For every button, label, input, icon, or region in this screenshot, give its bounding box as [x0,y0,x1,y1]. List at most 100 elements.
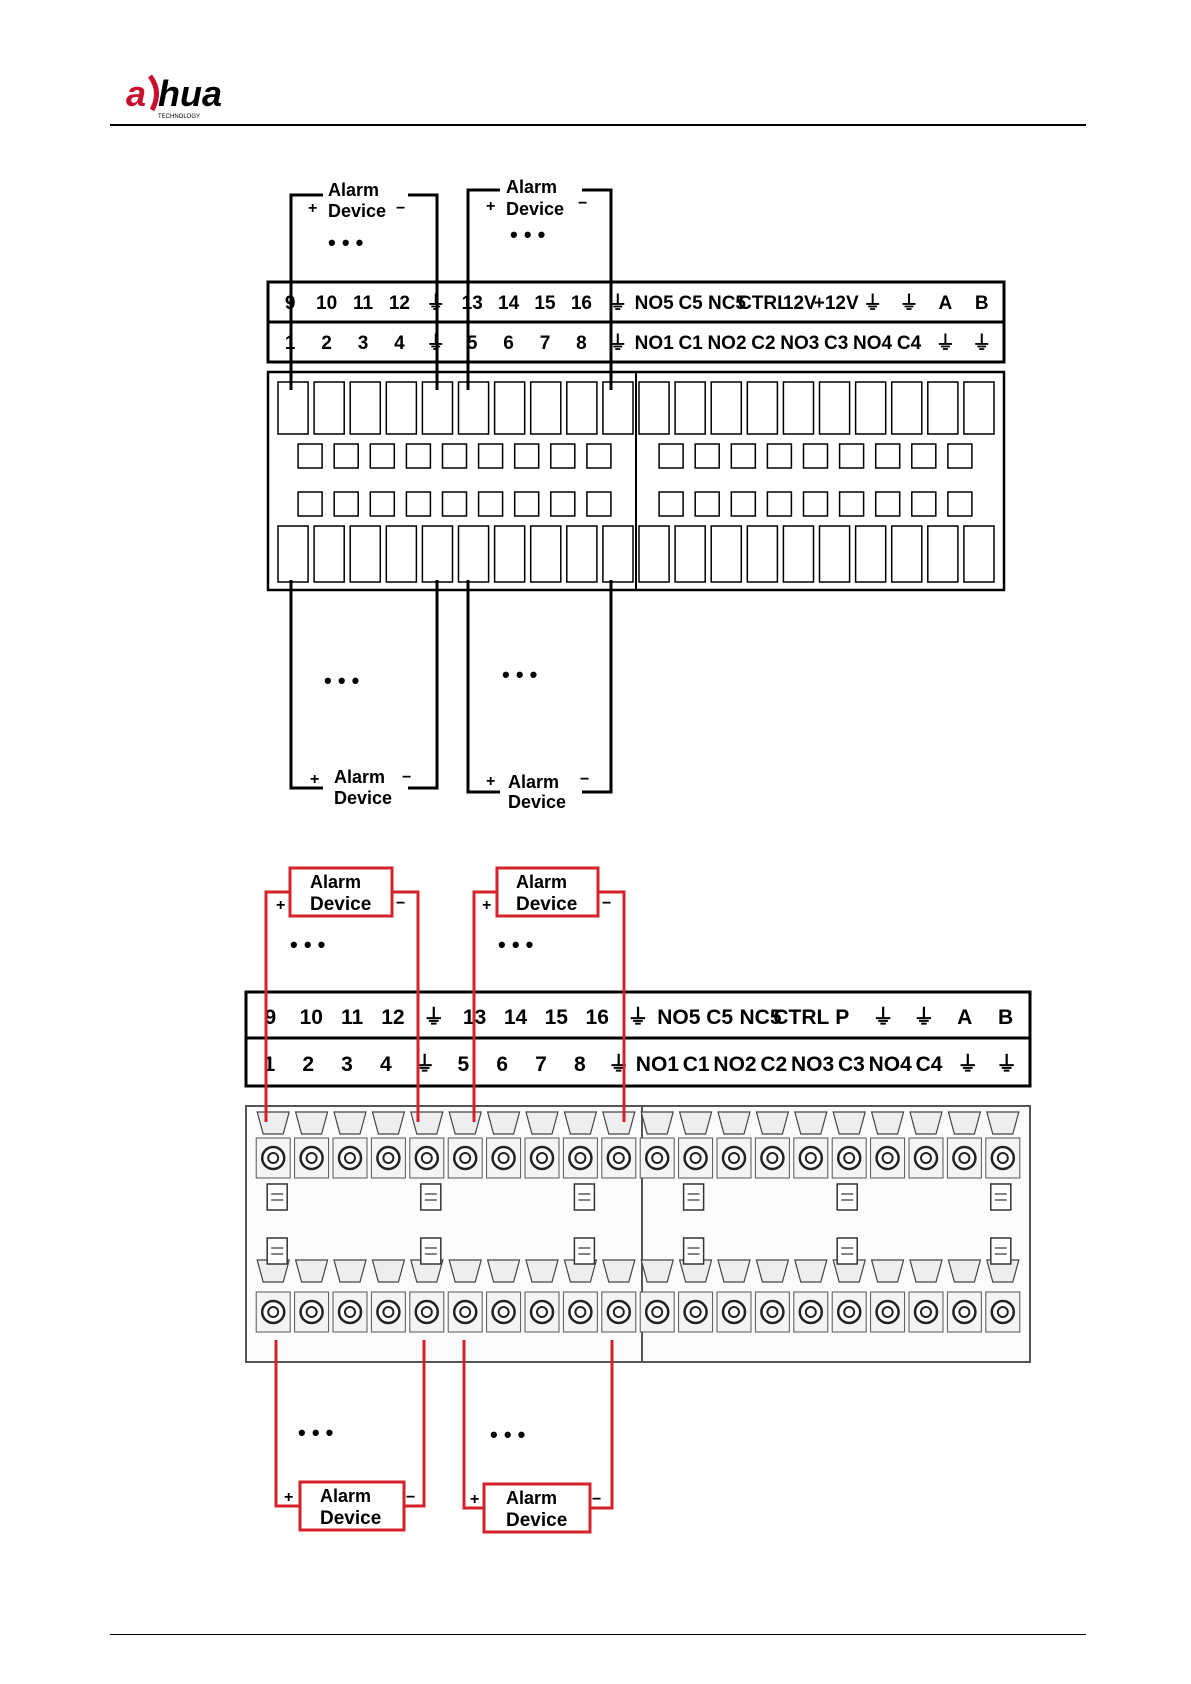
screw-head [651,1152,664,1164]
screw-head [612,1152,625,1164]
terminal-label: NO3 [791,1053,834,1076]
terminal-label: NO3 [780,333,819,354]
terminal-slot-top [277,381,309,435]
terminal-label: 10 [300,1006,323,1029]
screw-head [574,1306,587,1318]
terminal-release [586,443,612,469]
device-4-dots: • • • [490,1422,525,1447]
terminal-release [513,443,540,469]
terminal-label: 7 [540,333,551,354]
terminal-slot-top [385,381,418,435]
terminal-label: C4 [916,1053,943,1076]
screw [913,1299,939,1325]
terminal-label: A [957,1006,972,1029]
terminal-release [405,491,432,517]
device-2-plus: + [482,897,491,914]
screw-head [344,1306,356,1318]
screw-head [804,1152,817,1164]
terminal-release [730,443,757,469]
terminal-label: NO5 [635,293,675,314]
terminal-clamp [371,1111,406,1135]
terminal-clamp [486,1111,521,1135]
device-3-minus: − [406,1489,415,1506]
screw-head [459,1306,472,1318]
terminal-release [333,443,359,469]
terminal-label: 5 [458,1053,470,1076]
screw-head [536,1306,548,1318]
terminal-label: 4 [380,1053,392,1076]
device-1-minus: − [396,200,405,217]
terminal-release [694,491,720,517]
terminal-slot-bottom [602,525,634,583]
screw [644,1145,670,1171]
terminal-label: 5 [467,333,478,354]
screw [875,1299,900,1325]
device-2-line1: Alarm [516,872,567,892]
terminal-slot-bottom [746,525,779,583]
terminal-slot-top [782,381,815,435]
device-2-minus: − [602,895,611,912]
terminal-clamp [909,1259,943,1283]
terminal-slot-bottom [674,525,706,583]
terminal-release [405,443,432,469]
terminal-slot-top [529,381,562,435]
screw-head [958,1152,971,1164]
release-lever [266,1183,288,1211]
device-4-dots: • • • [502,662,537,687]
device-3-line1: Alarm [334,767,385,787]
screw-head [920,1152,932,1164]
terminal-slot-top [963,381,995,435]
device-1-dots: • • • [328,230,363,255]
terminal-slot-top [493,381,526,435]
terminal-label: +12V [814,293,859,314]
terminal-label: C3 [824,333,848,354]
terminal-label: C1 [678,333,703,354]
terminal-label: NO5 [657,1006,701,1029]
terminal-slot-top [746,381,779,435]
terminal-clamp [486,1259,521,1283]
screw-head [382,1306,395,1318]
terminal-label: C2 [751,333,775,354]
terminal-release [947,443,973,469]
terminal-label: NO4 [853,333,893,354]
terminal-label: C2 [760,1053,787,1076]
terminal-release [477,443,504,469]
screw [990,1299,1016,1325]
device-1-dots: • • • [290,932,325,957]
screw-head [996,1306,1009,1318]
terminal-slot-top [638,381,670,435]
terminal-label: 11 [341,1006,364,1029]
screw-head [459,1152,472,1164]
terminal-label: 12V [783,293,817,314]
device-3-box [298,1480,406,1532]
terminal-label: 13 [462,293,483,314]
terminal-label: 8 [576,333,587,354]
terminal-slot-bottom [782,525,815,583]
terminal-slot-bottom [421,525,454,583]
device-3-line1: Alarm [320,1486,371,1506]
terminal-label: B [998,1006,1013,1029]
terminal-clamp [602,1111,636,1135]
terminal-label: ⏚ [899,292,918,314]
device-3-dots: • • • [298,1420,333,1445]
screw [529,1299,555,1325]
terminal-release [947,491,973,517]
screw [337,1145,363,1171]
terminal-release [874,491,901,517]
terminal-label: NO1 [636,1053,680,1076]
screw [376,1299,401,1325]
device-1-line1: Alarm [328,180,379,200]
screw-head [574,1152,587,1164]
terminal-label: 2 [321,333,332,354]
screw [606,1299,632,1325]
terminal-release [694,443,720,469]
screw [721,1299,747,1325]
terminal-clamp [294,1259,329,1283]
terminal-clamp [371,1259,406,1283]
terminal-release [550,491,576,517]
terminal-clamp [717,1111,751,1135]
label-strip-bottom [266,320,1006,364]
footer-rule [110,1634,1086,1635]
release-lever [266,1237,288,1265]
